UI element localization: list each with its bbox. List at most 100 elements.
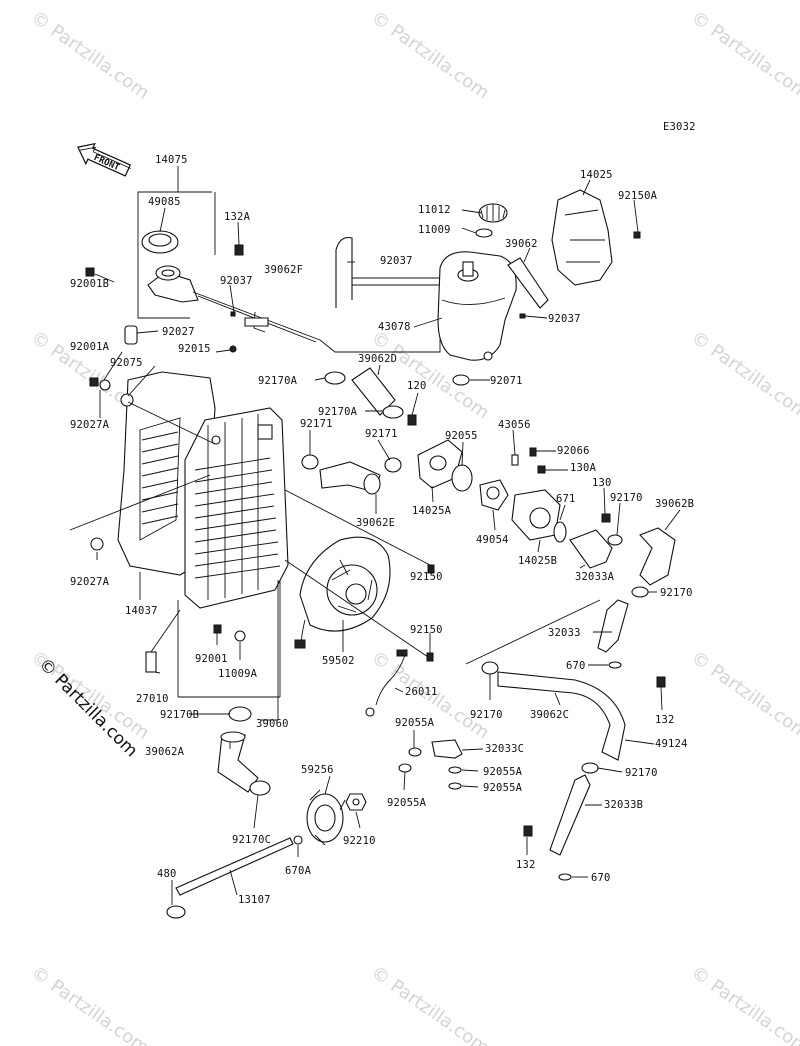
callout-130A: 130A <box>570 462 597 474</box>
callout-132-b: 132 <box>516 859 536 871</box>
callout-92171-a: 92171 <box>300 418 333 430</box>
callout-670-a: 670 <box>566 660 586 672</box>
callout-92015: 92015 <box>178 343 211 355</box>
callout-32033B: 32033B <box>604 799 643 811</box>
clamp-92171a <box>301 454 319 470</box>
clamp-92170b <box>631 586 649 598</box>
callout-92027: 92027 <box>162 326 195 338</box>
fan-motor-part <box>294 536 391 649</box>
leader-lines <box>69 166 681 905</box>
thermoswitch-part <box>145 609 181 673</box>
callout-11009A: 11009A <box>218 668 258 680</box>
callout-11009: 11009 <box>418 224 451 236</box>
clamp-92170B <box>228 706 252 722</box>
clamp-92170a <box>607 534 623 546</box>
callout-670-b: 670 <box>591 872 611 884</box>
callout-13107: 13107 <box>238 894 271 906</box>
clamp-92170A-b <box>382 405 404 419</box>
collar-92027 <box>124 325 138 345</box>
callout-39062C: 39062C <box>530 709 569 721</box>
oring-92055A-b <box>398 763 412 773</box>
radiator-core-part <box>184 407 289 609</box>
impeller-part <box>306 789 346 846</box>
oring-92055A-c <box>448 766 462 774</box>
callout-670A: 670A <box>285 865 312 877</box>
callout-92055A-c: 92055A <box>483 782 523 794</box>
washer-11009A <box>234 630 246 642</box>
callout-32033C: 32033C <box>485 743 524 755</box>
reservoir-hose-part <box>507 257 549 309</box>
callout-92055A-d: 92055A <box>387 797 427 809</box>
callout-92170A-a: 92170A <box>258 375 298 387</box>
callout-39062: 39062 <box>505 238 538 250</box>
front-arrow-icon: FRONT <box>77 142 132 177</box>
radiator-cap-part <box>141 230 179 254</box>
callout-92027A-bottom: 92027A <box>70 576 110 588</box>
hose-39062C-part <box>497 671 626 761</box>
washer-92075a <box>99 379 111 391</box>
callout-92170-b: 92170 <box>660 587 693 599</box>
hose-39062E-end <box>363 473 381 495</box>
pump-shaft-part <box>166 835 303 919</box>
watermark-text: © Partzilla.com <box>687 962 800 1046</box>
callout-14037: 14037 <box>125 605 158 617</box>
bolt-92150a <box>427 564 435 574</box>
callout-26011: 26011 <box>405 686 438 698</box>
oring-92055A-d <box>448 782 462 790</box>
callout-92001B: 92001B <box>70 278 109 290</box>
hose-39062D-part <box>351 367 396 416</box>
bolt-132a <box>656 676 666 688</box>
callout-39062E: 39062E <box>356 517 395 529</box>
watermark-text: © Partzilla.com <box>27 962 153 1046</box>
callout-27010: 27010 <box>136 693 169 705</box>
bolt-120 <box>407 414 417 426</box>
callout-92066: 92066 <box>557 445 590 457</box>
bolt-92001B <box>85 267 95 277</box>
watermark-text: © Partzilla.com <box>27 7 153 104</box>
bolt-92001 <box>213 624 222 634</box>
callout-14025B: 14025B <box>518 555 557 567</box>
callout-92001A: 92001A <box>70 341 110 353</box>
hose-39062A-part <box>217 731 259 793</box>
callout-92170-c: 92170 <box>470 709 503 721</box>
clamp-92170C <box>249 780 271 796</box>
callout-39060: 39060 <box>256 718 289 730</box>
callout-labels: 14075 49085 132A 92001B 92037 92027 9200… <box>70 154 694 906</box>
pipe-32033B-part <box>549 762 599 856</box>
callout-49124: 49124 <box>655 738 688 750</box>
watermark-text: © Partzilla.com <box>367 7 493 104</box>
callout-92170-d: 92170 <box>625 767 658 779</box>
callout-92170A-b: 92170A <box>318 406 358 418</box>
callout-92170C: 92170C <box>232 834 271 846</box>
watermark-text: © Partzilla.com <box>687 647 800 744</box>
thermostat-part <box>479 479 509 511</box>
bolt-92015 <box>229 345 237 353</box>
callout-32033A: 32033A <box>575 571 615 583</box>
watermark-text: © Partzilla.com <box>687 327 800 424</box>
callout-671: 671 <box>556 493 576 505</box>
callout-59256: 59256 <box>301 764 334 776</box>
callout-132-a: 132 <box>655 714 675 726</box>
lead-wire-part <box>365 649 408 717</box>
callout-39062A: 39062A <box>145 746 185 758</box>
oring-92055A-a <box>408 747 422 757</box>
callout-32033: 32033 <box>548 627 581 639</box>
callout-480: 480 <box>157 868 177 880</box>
callout-11012: 11012 <box>418 204 451 216</box>
callout-43078: 43078 <box>378 321 411 333</box>
reservoir-tank-part <box>437 251 517 361</box>
nut-92210 <box>345 793 367 811</box>
callout-43056: 43056 <box>498 419 531 431</box>
callout-14025A: 14025A <box>412 505 452 517</box>
bolt-130 <box>601 513 611 523</box>
damper-92075 <box>120 393 134 407</box>
damper-92027A <box>90 537 104 551</box>
callout-92171-b: 92171 <box>365 428 398 440</box>
cap-bracket <box>137 191 212 319</box>
callout-92150-b: 92150 <box>410 624 443 636</box>
callout-92150A: 92150A <box>618 190 658 202</box>
callout-92055A-b: 92055A <box>483 766 523 778</box>
watermark-text: © Partzilla.com <box>687 7 800 104</box>
callout-92027A-top: 92027A <box>70 419 110 431</box>
thermostat-housing-part <box>417 439 567 543</box>
